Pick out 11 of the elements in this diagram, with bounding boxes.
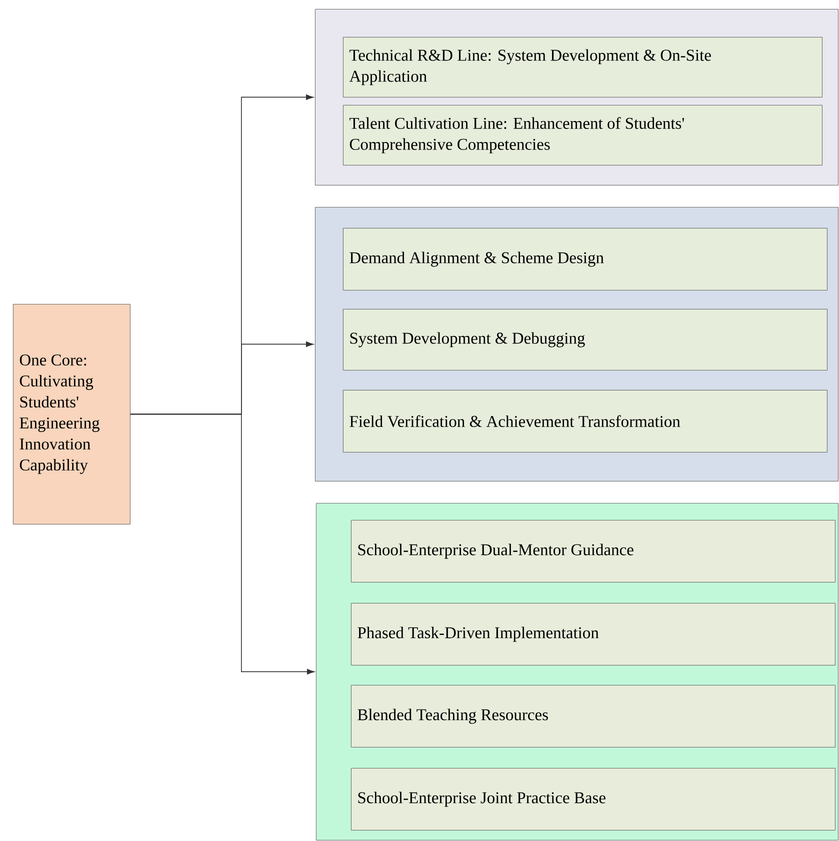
item-box: School-Enterprise Joint Practice Base: [351, 768, 836, 830]
item-box: System Development & Debugging: [343, 309, 828, 370]
item-box: Field Verification & Achievement Transformation: [343, 390, 828, 452]
item-box: School-Enterprise Dual-Mentor Guidance: [351, 520, 836, 582]
core-box: One Core: Cultivating Students' Engineering Innovation Capability: [13, 304, 130, 524]
item-box: Demand Alignment & Scheme Design: [343, 228, 828, 290]
item-box: Blended Teaching Resources: [351, 685, 836, 748]
item-box: Talent Cultivation Line: Enhancement of Students' Comprehensive Competencies: [343, 105, 822, 166]
item-box: Phased Task-Driven Implementation: [351, 603, 836, 666]
item-box: Technical R&D Line: System Development & On-Site Application: [343, 37, 822, 98]
connector-arrow: [130, 414, 315, 674]
